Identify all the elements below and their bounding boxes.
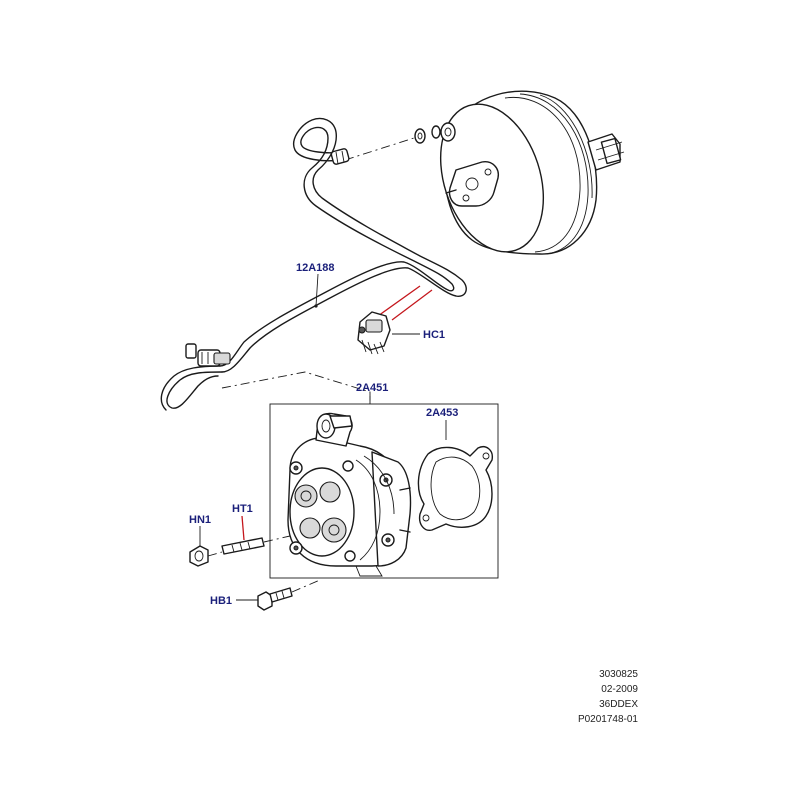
callout-2A451: 2A451: [356, 382, 388, 394]
check-valve: [357, 285, 433, 355]
nut: [189, 526, 223, 567]
bolt: [236, 579, 321, 611]
vacuum-hose: [160, 117, 467, 411]
callout-HC1: HC1: [423, 329, 445, 341]
callout-HB1: HB1: [210, 595, 232, 607]
callout-12A188: 12A188: [296, 262, 335, 274]
callout-HT1: HT1: [232, 503, 253, 515]
callout-2A453: 2A453: [426, 407, 458, 419]
gasket: [417, 420, 493, 531]
reference-id: P0201748-01: [577, 714, 638, 725]
vacuum-pump: [287, 412, 412, 577]
brake-booster: [344, 90, 625, 255]
reference-number: 3030825: [599, 669, 638, 680]
reference-date: 02-2009: [601, 684, 638, 695]
pump-assembly-frame: [269, 396, 499, 579]
diagram-reference-block: 3030825 02-2009 36DDEX P0201748-01: [578, 667, 638, 727]
stud: [221, 515, 291, 555]
callout-HN1: HN1: [189, 514, 211, 526]
reference-code: 36DDEX: [599, 699, 638, 710]
